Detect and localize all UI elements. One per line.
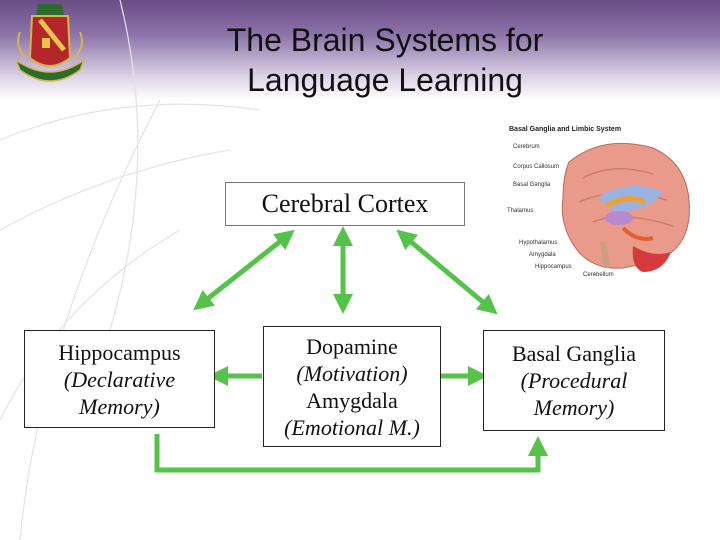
hippocampus-note-2: Memory) [79,393,160,419]
dopamine-amygdala-box: Dopamine (Motivation) Amygdala (Emotiona… [263,326,441,447]
basal-ganglia-note-1: (Procedural [520,368,628,393]
brain-drawing [561,142,690,272]
brain-label-amygdala: Amygdala [529,252,556,258]
amygdala-note: (Emotional M.) [284,414,420,440]
arrow-cortex-hippocampus [193,229,295,311]
header-band [0,0,720,100]
slide-title: The Brain Systems for Language Learning [140,20,630,100]
brain-label-basal-ganglia: Basal Ganglia [513,182,551,188]
basal-ganglia-note-2: Memory) [533,395,615,420]
hippocampus-name: Hippocampus [58,339,181,365]
brain-label-thalamus: Thalamus [507,208,534,214]
brain-label-hippocampus: Hippocampus [535,264,572,270]
hippocampus-box: Hippocampus (Declarative Memory) [24,330,215,428]
brain-label-hypothalamus: Hypothalamus [519,240,558,246]
brain-label-corpus-callosum: Corpus Callosum [513,164,560,170]
basal-ganglia-box: Basal Ganglia (Procedural Memory) [483,330,665,431]
brain-illustration: Basal Ganglia and Limbic System Cerebrum… [503,122,699,288]
title-line-1: The Brain Systems for [226,22,544,58]
brain-image-title: Basal Ganglia and Limbic System [509,126,622,133]
cerebral-cortex-box: Cerebral Cortex [225,182,465,226]
dopamine-note: (Motivation) [296,360,408,386]
hippocampus-note-1: (Declarative [63,366,176,392]
arrow-cortex-basal [396,229,498,315]
brain-label-cerebellum: Cerebellum [583,272,614,278]
brain-label-cerebrum: Cerebrum [513,144,540,150]
arrow-hippocampus-basal [154,434,548,473]
dopamine-name: Dopamine [306,333,398,359]
crest-logo [14,4,86,82]
title-line-2: Language Learning [247,62,523,98]
basal-ganglia-name: Basal Ganglia [511,341,637,366]
amygdala-name: Amygdala [306,387,398,413]
